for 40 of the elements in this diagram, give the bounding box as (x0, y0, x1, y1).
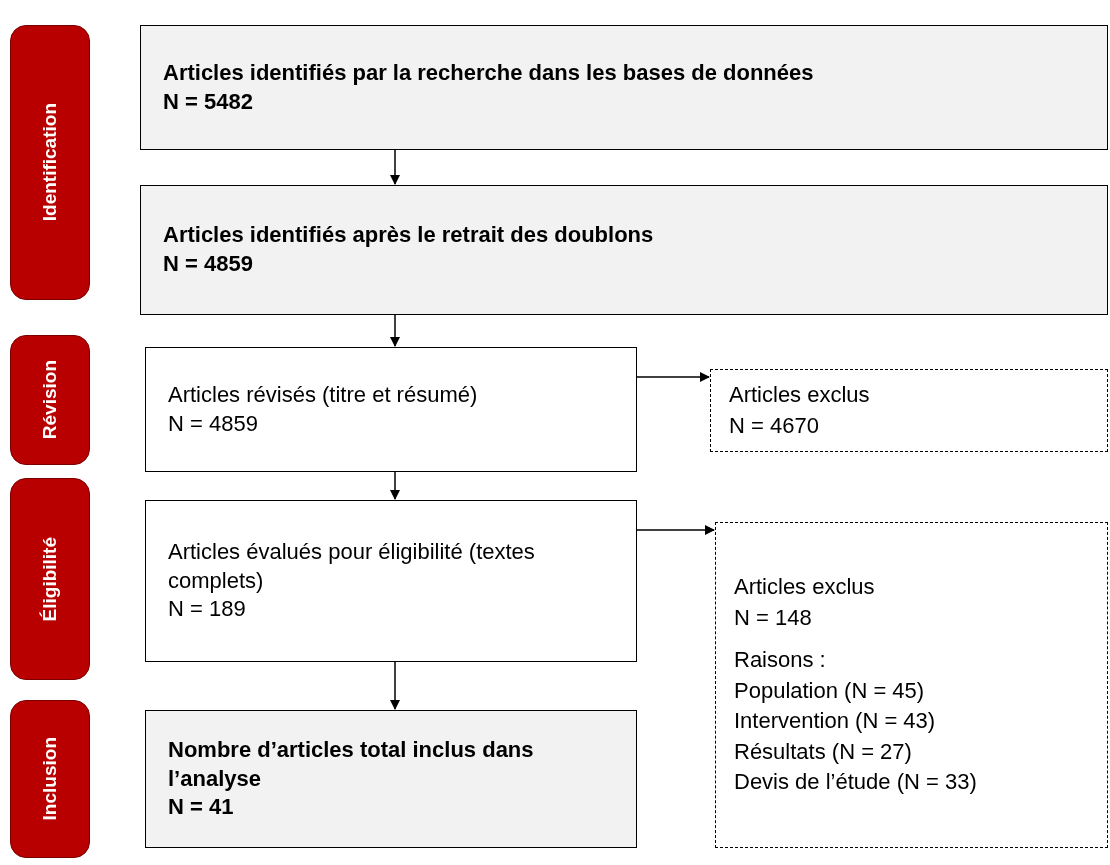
arrow (636, 525, 715, 535)
box-heading: Articles exclus (729, 380, 871, 409)
box-text: Résultats (N = 27) (734, 737, 913, 766)
phase-label: Éligibilité (39, 536, 61, 622)
exclusion-box (710, 369, 1108, 452)
exclusion-box (715, 522, 1108, 848)
box-heading: Articles évalués pour éligibilité (textes complets) (168, 538, 536, 595)
process-box (145, 347, 637, 472)
box-text: N = 4670 (729, 411, 820, 440)
box-text: Devis de l’étude (N = 33) (734, 768, 978, 797)
box-text: N = 189 (168, 595, 247, 624)
arrow (390, 149, 400, 185)
box-heading: Articles exclus (734, 572, 876, 601)
box-heading: Articles identifiés par la recherche dans les bases de données (163, 58, 815, 87)
phase-label: Révision (39, 360, 61, 440)
box-text: N = 5482 (163, 87, 254, 116)
box-text: Intervention (N = 43) (734, 707, 937, 736)
phase-tab (10, 335, 90, 465)
phase-label: Inclusion (39, 737, 61, 821)
arrow (390, 314, 400, 347)
box-text: N = 4859 (168, 409, 259, 438)
box-heading: Nombre d’articles total inclus dans l’analyse (168, 736, 535, 793)
box-heading: Articles identifiés après le retrait des doublons (163, 221, 655, 250)
arrow (390, 661, 400, 710)
box-text: N = 4859 (163, 250, 254, 278)
phase-tab (10, 478, 90, 680)
phase-tab (10, 25, 90, 300)
box-text: N = 148 (734, 603, 813, 632)
box-text: Population (N = 45) (734, 676, 926, 705)
process-box (140, 185, 1108, 315)
box-heading: Articles révisés (titre et résumé) (168, 380, 479, 409)
arrow (636, 372, 710, 382)
phase-tab (10, 700, 90, 858)
process-box (140, 25, 1108, 150)
process-box (145, 500, 637, 662)
phase-label: Identification (39, 103, 61, 222)
arrow (390, 471, 400, 500)
process-box (145, 710, 637, 848)
box-text: Raisons : (734, 646, 827, 675)
box-text: N = 41 (168, 793, 235, 822)
